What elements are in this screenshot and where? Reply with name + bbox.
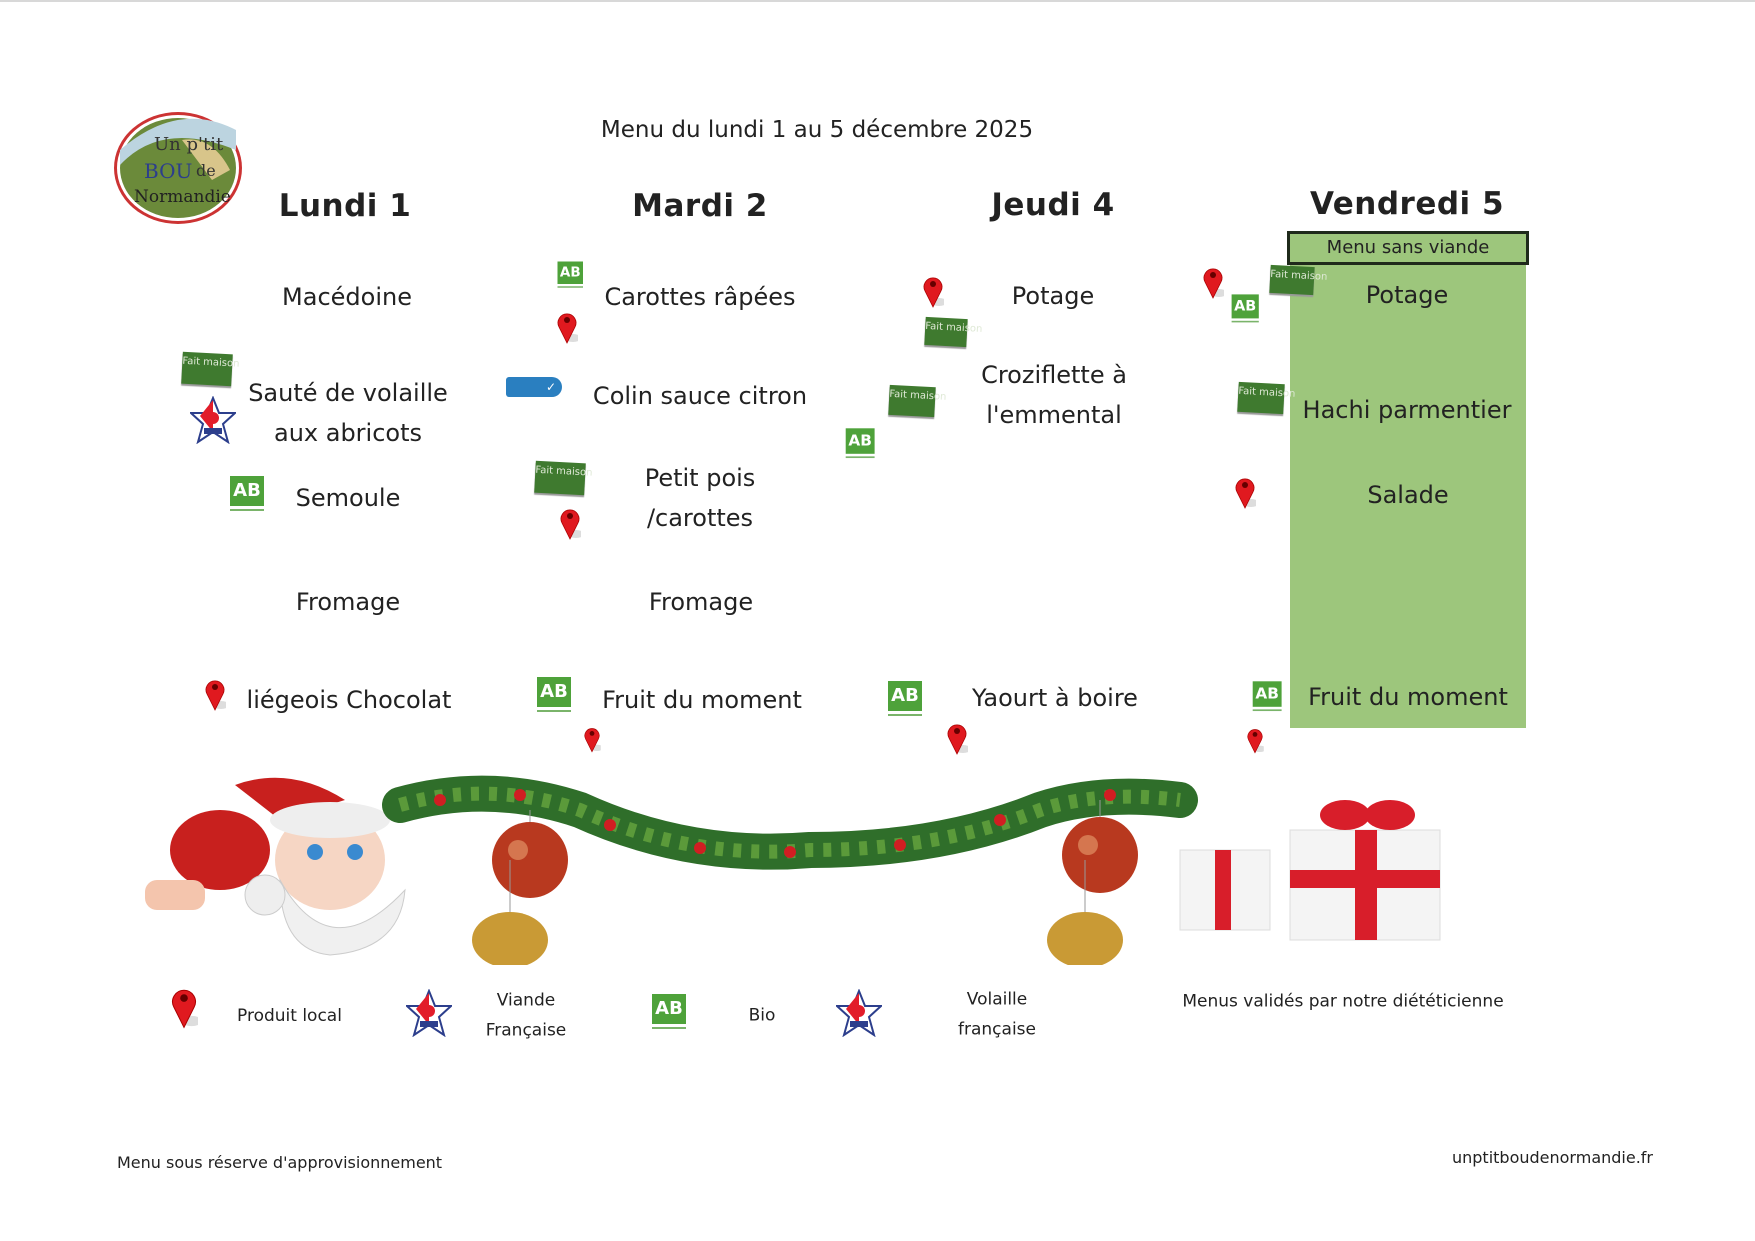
menu-item: Potage (1011, 282, 1095, 310)
bio-ab-icon: AB (652, 994, 688, 1038)
day-heading-mardi: Mardi 2 (632, 188, 768, 224)
local-pin-icon (204, 677, 226, 711)
svg-text:de: de (196, 161, 216, 180)
menu-item: Petit pois (644, 464, 756, 492)
local-pin-icon (583, 725, 601, 752)
local-pin-icon (922, 274, 944, 308)
legend-viande-label-1: Viande (496, 990, 556, 1011)
bio-ab-label: AB (652, 994, 686, 1024)
local-pin-icon (559, 506, 581, 540)
bio-ab-label: AB (1231, 294, 1259, 319)
scan-edge (0, 0, 1755, 2)
menu-item: Hachi parmentier (1302, 396, 1512, 424)
menu-item: Semoule (295, 484, 401, 512)
day-heading-lundi: Lundi 1 (278, 188, 412, 224)
menu-item: Carottes râpées (604, 283, 796, 311)
santa-illustration (140, 777, 406, 960)
bio-ab-label: AB (537, 677, 571, 707)
local-pin-icon (170, 983, 198, 1031)
volaille-francaise-icon (190, 396, 236, 444)
legend-viande-label-2: Française (485, 1020, 567, 1041)
msc-sustainable-fishing-icon: ✓ (506, 377, 562, 397)
menu-item: Potage (1365, 281, 1449, 309)
bio-ab-label: AB (1252, 681, 1282, 707)
gift-box-illustration (1179, 800, 1441, 941)
menu-item: Colin sauce citron (592, 382, 808, 410)
bio-ab-icon: AB (888, 681, 924, 725)
menu-item: Sauté de volaille (248, 379, 448, 407)
day-heading-vendredi: Vendredi 5 (1309, 186, 1505, 222)
local-pin-icon (1234, 475, 1256, 509)
meatless-menu-panel (1290, 262, 1526, 728)
dietitian-validation-note: Menus validés par notre diététicienne (1182, 991, 1504, 1012)
menu-item: Macédoine (282, 283, 412, 311)
bio-ab-icon: AB (845, 428, 877, 466)
fait-maison-badge-icon: Fait maison (534, 460, 593, 496)
menu-item: liégeois Chocolat (246, 686, 452, 714)
supply-disclaimer: Menu sous réserve d'approvisionnement (117, 1153, 443, 1172)
local-pin-icon (946, 721, 968, 755)
volaille-francaise-icon (836, 989, 882, 1037)
christmas-banner-illustration (140, 775, 1441, 965)
bio-ab-icon: AB (557, 261, 585, 295)
fait-maison-badge-icon: Fait maison (888, 384, 947, 418)
bio-ab-label: AB (845, 428, 875, 454)
menu-item: Yaourt à boire (972, 684, 1138, 712)
legend-local-label: Produit local (237, 1006, 342, 1026)
bio-ab-label: AB (230, 476, 264, 506)
menu-item: Fromage (295, 588, 401, 616)
bio-ab-icon: AB (1231, 294, 1261, 330)
svg-text:Normandie: Normandie (134, 187, 231, 207)
svg-text:BOU: BOU (144, 159, 192, 183)
bio-ab-icon: AB (1252, 681, 1284, 719)
legend-bio-label: Bio (748, 1005, 776, 1026)
legend-volaille-label-2: française (958, 1019, 1036, 1040)
menu-title: Menu du lundi 1 au 5 décembre 2025 (600, 117, 1034, 143)
website-url: unptitboudenormandie.fr (1451, 1148, 1653, 1167)
viande-francaise-icon (406, 989, 452, 1037)
garland-illustration (382, 775, 1198, 965)
bio-ab-icon: AB (537, 677, 573, 721)
fait-maison-badge-icon: Fait maison (924, 316, 983, 348)
local-pin-icon (556, 310, 578, 344)
menu-item: Fruit du moment (602, 686, 802, 714)
bio-ab-label: AB (557, 261, 583, 284)
menu-item: l'emmental (986, 401, 1122, 429)
logo: Un p'tit BOU de Normandie (112, 110, 244, 226)
menu-item: /carottes (646, 504, 754, 532)
bio-ab-label: AB (888, 681, 922, 711)
menu-item: aux abricots (273, 419, 423, 447)
fait-maison-badge-icon: Fait maison (1237, 381, 1296, 415)
svg-text:Un p'tit: Un p'tit (154, 134, 224, 155)
local-pin-icon (1246, 726, 1264, 753)
legend-volaille-label-1: Volaille (966, 989, 1028, 1010)
fait-maison-badge-icon: Fait maison (181, 351, 240, 387)
menu-item: Fruit du moment (1308, 683, 1508, 711)
bio-ab-icon: AB (230, 476, 266, 520)
day-heading-jeudi: Jeudi 4 (991, 187, 1115, 223)
meatless-menu-label: Menu sans viande (1287, 231, 1529, 265)
menu-item: Fromage (648, 588, 754, 616)
menu-item: Croziflette à (981, 361, 1127, 389)
menu-item: Salade (1367, 481, 1449, 509)
fait-maison-badge-icon: Fait maison (1269, 264, 1328, 296)
local-pin-icon (1202, 265, 1224, 299)
